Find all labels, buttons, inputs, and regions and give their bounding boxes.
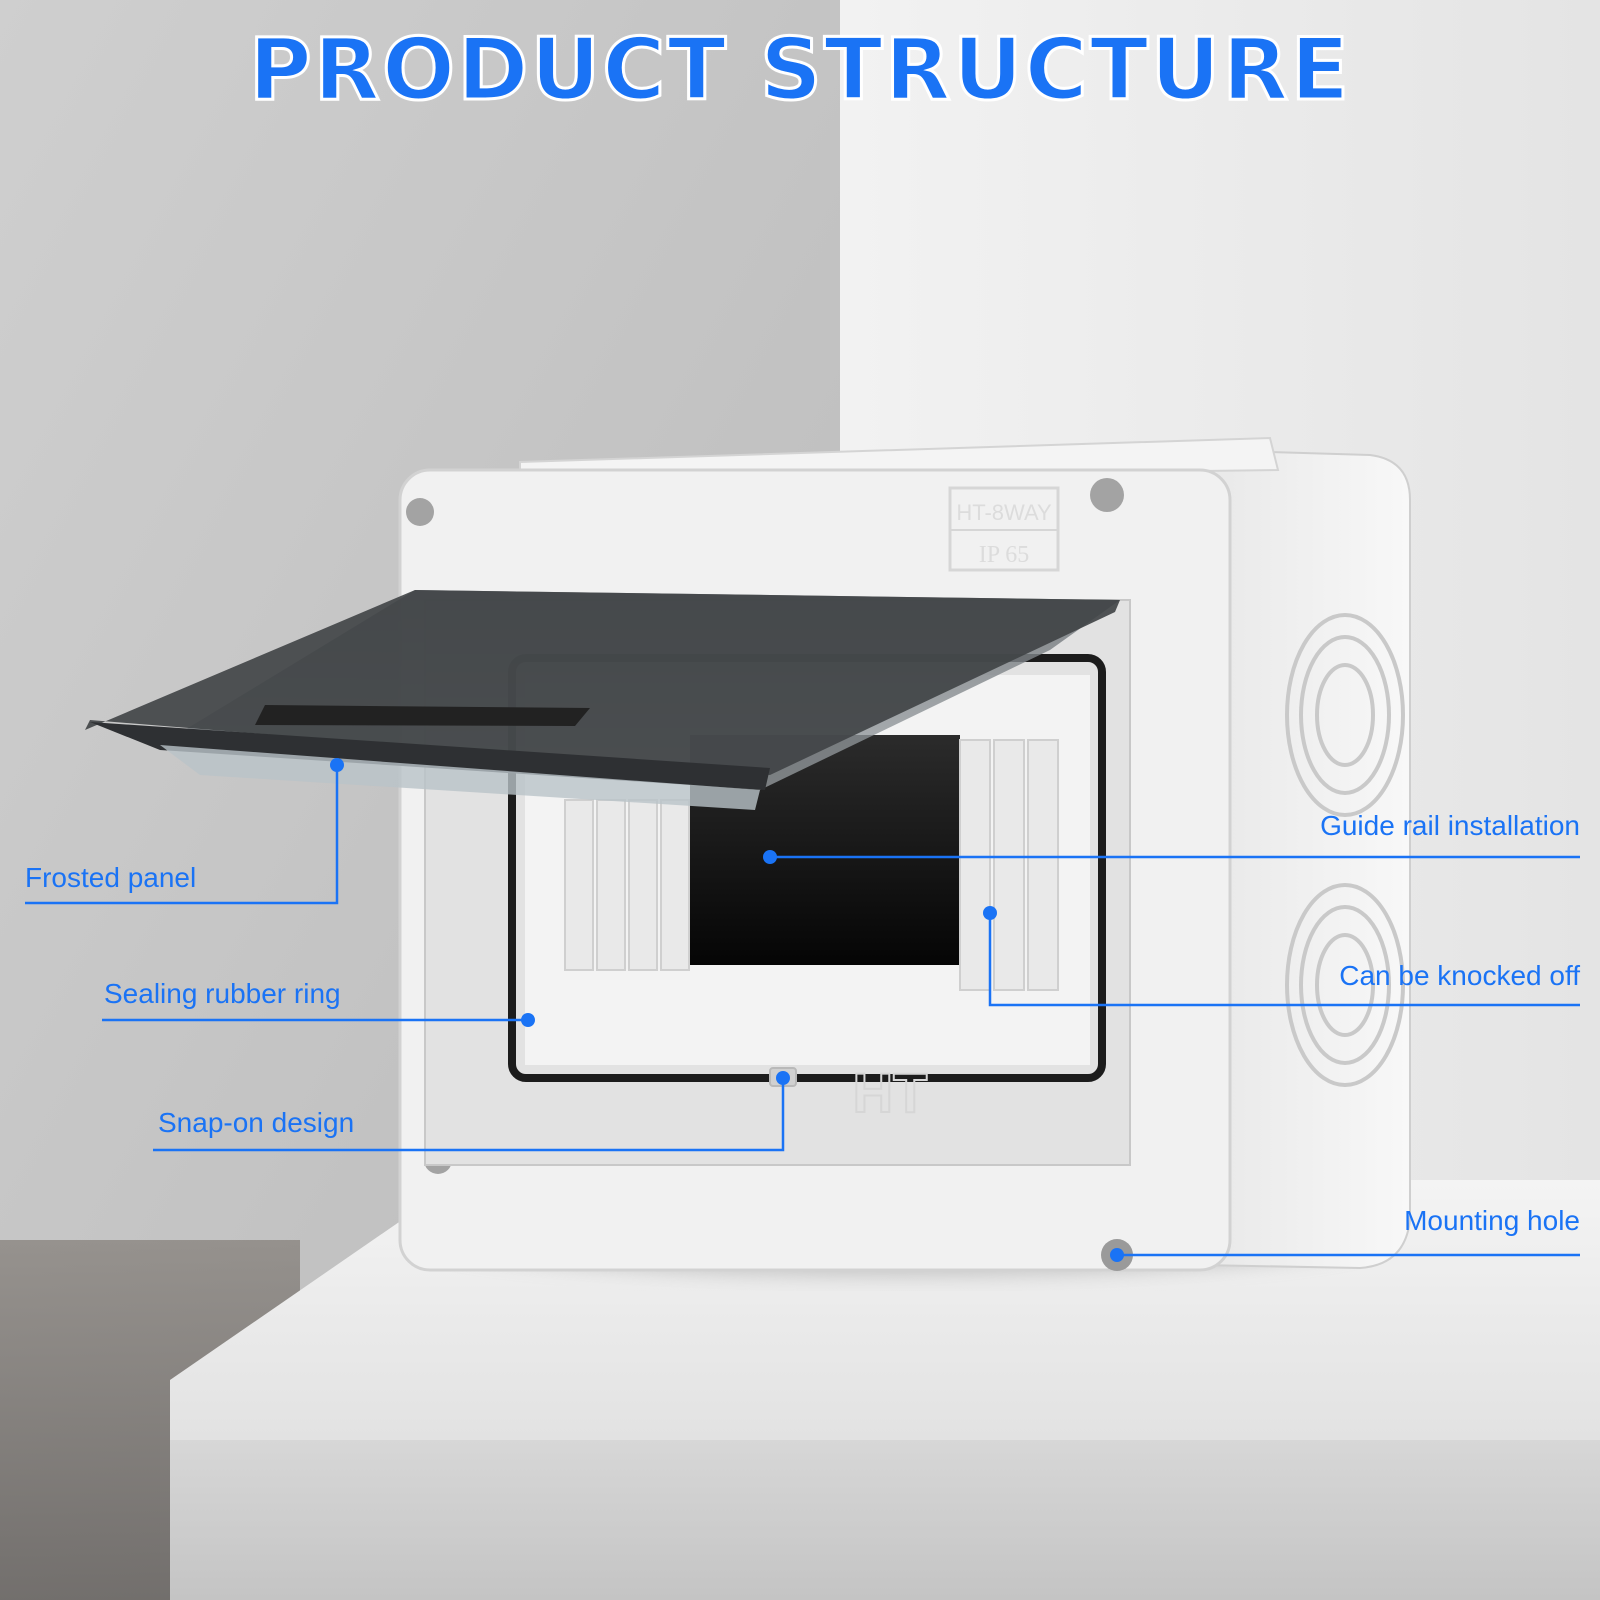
box-side	[1199, 448, 1411, 1270]
callout-can-be-knocked-off: Can be knocked off	[1339, 960, 1580, 991]
model-marking: HT-8WAY	[956, 500, 1052, 525]
leader-knock-off	[988, 913, 1580, 1007]
dot-mounting-hole	[1110, 1248, 1124, 1262]
rating-marking: IP 65	[979, 542, 1029, 568]
leader-frosted-panel	[25, 765, 339, 905]
screw-hole-top-left	[406, 498, 434, 526]
logo-marking: HT	[853, 1061, 928, 1124]
knockout-top-icon	[1285, 613, 1405, 817]
callout-mounting-hole: Mounting hole	[1404, 1205, 1580, 1236]
page-title: PRODUCT STRUCTURE	[247, 19, 1352, 122]
callout-snap-on-design: Snap-on design	[158, 1107, 355, 1138]
leader-snap-on	[153, 1078, 785, 1152]
frosted-panel-lid	[85, 590, 1120, 810]
callout-sealing-rubber-ring: Sealing rubber ring	[104, 978, 341, 1009]
callout-dots	[330, 758, 1124, 1262]
dot-frosted-panel	[330, 758, 344, 772]
shelf-front	[170, 1440, 1600, 1600]
screw-hole-top-right	[1090, 478, 1124, 512]
guide-rail-ribs-right	[959, 739, 1059, 991]
dot-snap-on	[776, 1071, 790, 1085]
dot-knock-off	[983, 906, 997, 920]
guide-rail-ribs-left	[564, 799, 690, 971]
callout-leaders	[25, 765, 1580, 1257]
dot-guide-rail	[763, 850, 777, 864]
callout-frosted-panel: Frosted panel	[25, 862, 197, 893]
knockout-bottom-icon	[1285, 883, 1405, 1087]
callout-guide-rail-installation: Guide rail installation	[1320, 810, 1580, 841]
dot-sealing-ring	[521, 1013, 535, 1027]
